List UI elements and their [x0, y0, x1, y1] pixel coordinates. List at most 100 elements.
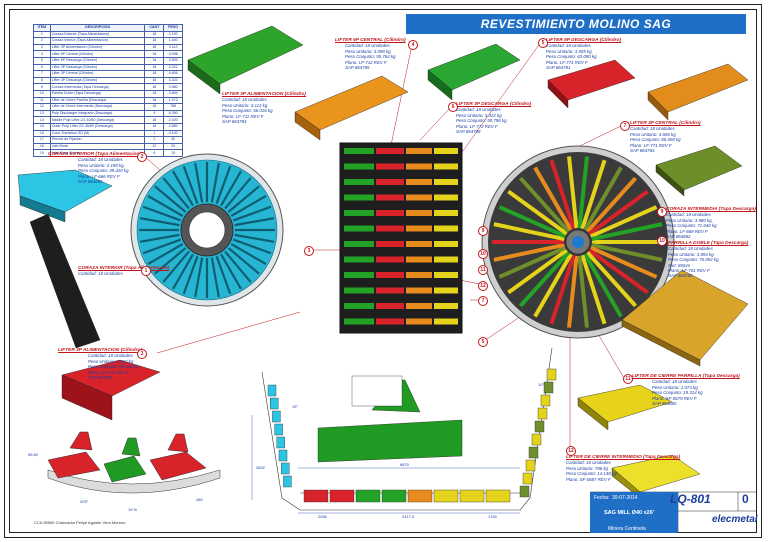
callout-lifter-3p-central: LIFTER 3P CENTRAL (Cilindro) Cantidad: 1… [630, 121, 701, 154]
discharge-lifter-bar [589, 205, 658, 239]
feed-lifter-bar [227, 247, 260, 275]
shell-lifter-segment [376, 210, 404, 216]
callout-coraza-intermedia: CORAZA INTERMEDIA (Tapa Descarga) Cantid… [666, 207, 756, 240]
item-badge-3: 3 [137, 349, 147, 359]
feed-lifter-bar [139, 233, 180, 243]
item-badge-7: 7 [620, 121, 630, 131]
date-label: Fecha: [594, 495, 610, 501]
shell-lifter-segment [406, 225, 432, 232]
shell-lifter-segment [344, 241, 374, 247]
revision-number: 0 [742, 492, 749, 506]
feed-lifter-bar [230, 195, 267, 217]
project-name: SAG MILL Ø40 x26' [604, 510, 655, 516]
brand-logo: elecmetal [712, 514, 758, 525]
feed-lifter-bar [172, 253, 194, 290]
shell-lifter-segment [344, 179, 374, 185]
discharge-lifter-bar [589, 245, 658, 279]
feed-lifter-bar [194, 257, 204, 298]
document-code: LQ-801 [670, 492, 711, 506]
section-discharge-liner [546, 368, 557, 381]
shell-lifter-segment [434, 256, 458, 263]
item-badge-5: 5 [538, 38, 548, 48]
section-shell-liner [355, 489, 381, 503]
liner-section-profile [47, 431, 221, 494]
dim-side: 96,80 [28, 452, 39, 457]
feed-lifter-bar [142, 238, 182, 255]
callout-lifter-6p-central: LIFTER 6P CENTRAL (Cilindro) Cantidad: 1… [335, 38, 406, 71]
section-discharge-liner [540, 394, 551, 407]
item-badge-11b: 11 [478, 265, 488, 275]
discharge-lifter-bar [507, 248, 568, 295]
section-shell-liner [459, 489, 485, 503]
callout-coraza-exterior: CORAZA EXTERIOR (Tapa Alimentacion) Cant… [48, 152, 142, 185]
shell-lifter-segment [434, 241, 458, 247]
shell-lifter-segment [376, 287, 404, 294]
outer-frame [4, 4, 762, 538]
shell-lifter-segment [376, 179, 404, 185]
discharge-lifter-bar [585, 176, 638, 233]
part-illustrations [17, 25, 749, 499]
shell-lifter-segment [406, 179, 432, 185]
shell-lifter-segment [406, 210, 432, 216]
title-banner: REVESTIMIENTO MOLINO SAG [406, 14, 746, 34]
shell-lifter-segment [344, 163, 374, 170]
feed-lifter-bar [234, 217, 275, 227]
section-discharge-liner [534, 420, 545, 433]
shell-lifter-segment [344, 210, 374, 216]
discharge-lifter-bar [591, 242, 663, 262]
table-cell: 15 [163, 149, 183, 157]
feed-lifter-bar [224, 250, 252, 283]
feed-lifter-bar [162, 250, 190, 283]
item-badge-3b: 3 [304, 246, 314, 256]
dim-left: 2066 [318, 514, 327, 519]
title-block-panel [590, 492, 678, 533]
feed-lifter-bar [154, 185, 187, 213]
dim-seg-a: 209° [80, 499, 89, 504]
item-badge-4: 4 [408, 40, 418, 50]
callout-lifter-cierre-intermedio: LIFTER DE CIERRE INTERMEDIO (Tapa Descar… [566, 455, 681, 482]
section-discharge-liner [543, 381, 554, 394]
feed-lifter-bar [154, 247, 187, 275]
section-feed-liner [283, 475, 292, 488]
feed-lifter-bar [210, 162, 220, 203]
discharge-lifter-bar [549, 254, 576, 325]
parts-table-header: ITEM DESCRIPCION CANT PESO [33, 24, 183, 32]
item-badge-12: 12 [566, 446, 576, 456]
feed-lifter-bar [230, 243, 267, 265]
feed-lifter-bar [194, 162, 204, 203]
section-discharge-liner [519, 485, 530, 498]
feed-lifter-bar [182, 255, 199, 295]
section-shell-liner [329, 489, 355, 503]
footnote: CCA 95969 Chancador Felipe Agustin Vera … [34, 520, 126, 525]
shell-lifter-segment [406, 256, 432, 263]
section-shell-liner [303, 489, 329, 503]
discharge-lifter-bar [533, 166, 573, 231]
feed-lifter-bar [215, 165, 232, 205]
section-discharge-liner [537, 407, 548, 420]
feed-lifter-bar [232, 205, 272, 222]
callout-coraza-interior: CORAZA INTERIOR (Tapa Alimentacion) Cant… [78, 266, 170, 277]
dim-angle-left: 15° [292, 404, 299, 409]
dim-height: 2602 [256, 465, 265, 470]
callout-lifter-3p-alimentacion-top: LIFTER 3P ALIMENTACION (Cilindro) Cantid… [222, 92, 307, 125]
section-feed-liner [272, 410, 281, 423]
item-badge-6: 6 [448, 102, 458, 112]
discharge-lifter-bar [583, 166, 623, 231]
discharge-lifter-bar [583, 253, 623, 318]
callout-lifter-3p-descarga: LIFTER 3P DESCARGA (Cilindro) Cantidad: … [456, 102, 532, 135]
section-feed-liner [267, 384, 277, 397]
item-badge-11: 11 [623, 374, 633, 384]
section-shell-liner [381, 489, 407, 503]
feed-lifter-bar [227, 185, 260, 213]
shell-lifter-segment [434, 148, 458, 154]
feed-lifter-bar [224, 177, 252, 210]
section-feed-liner [281, 462, 290, 475]
discharge-lifter-bar [591, 222, 663, 242]
discharge-lifter-bar [580, 254, 607, 325]
shell-lifter-segment [434, 210, 458, 216]
